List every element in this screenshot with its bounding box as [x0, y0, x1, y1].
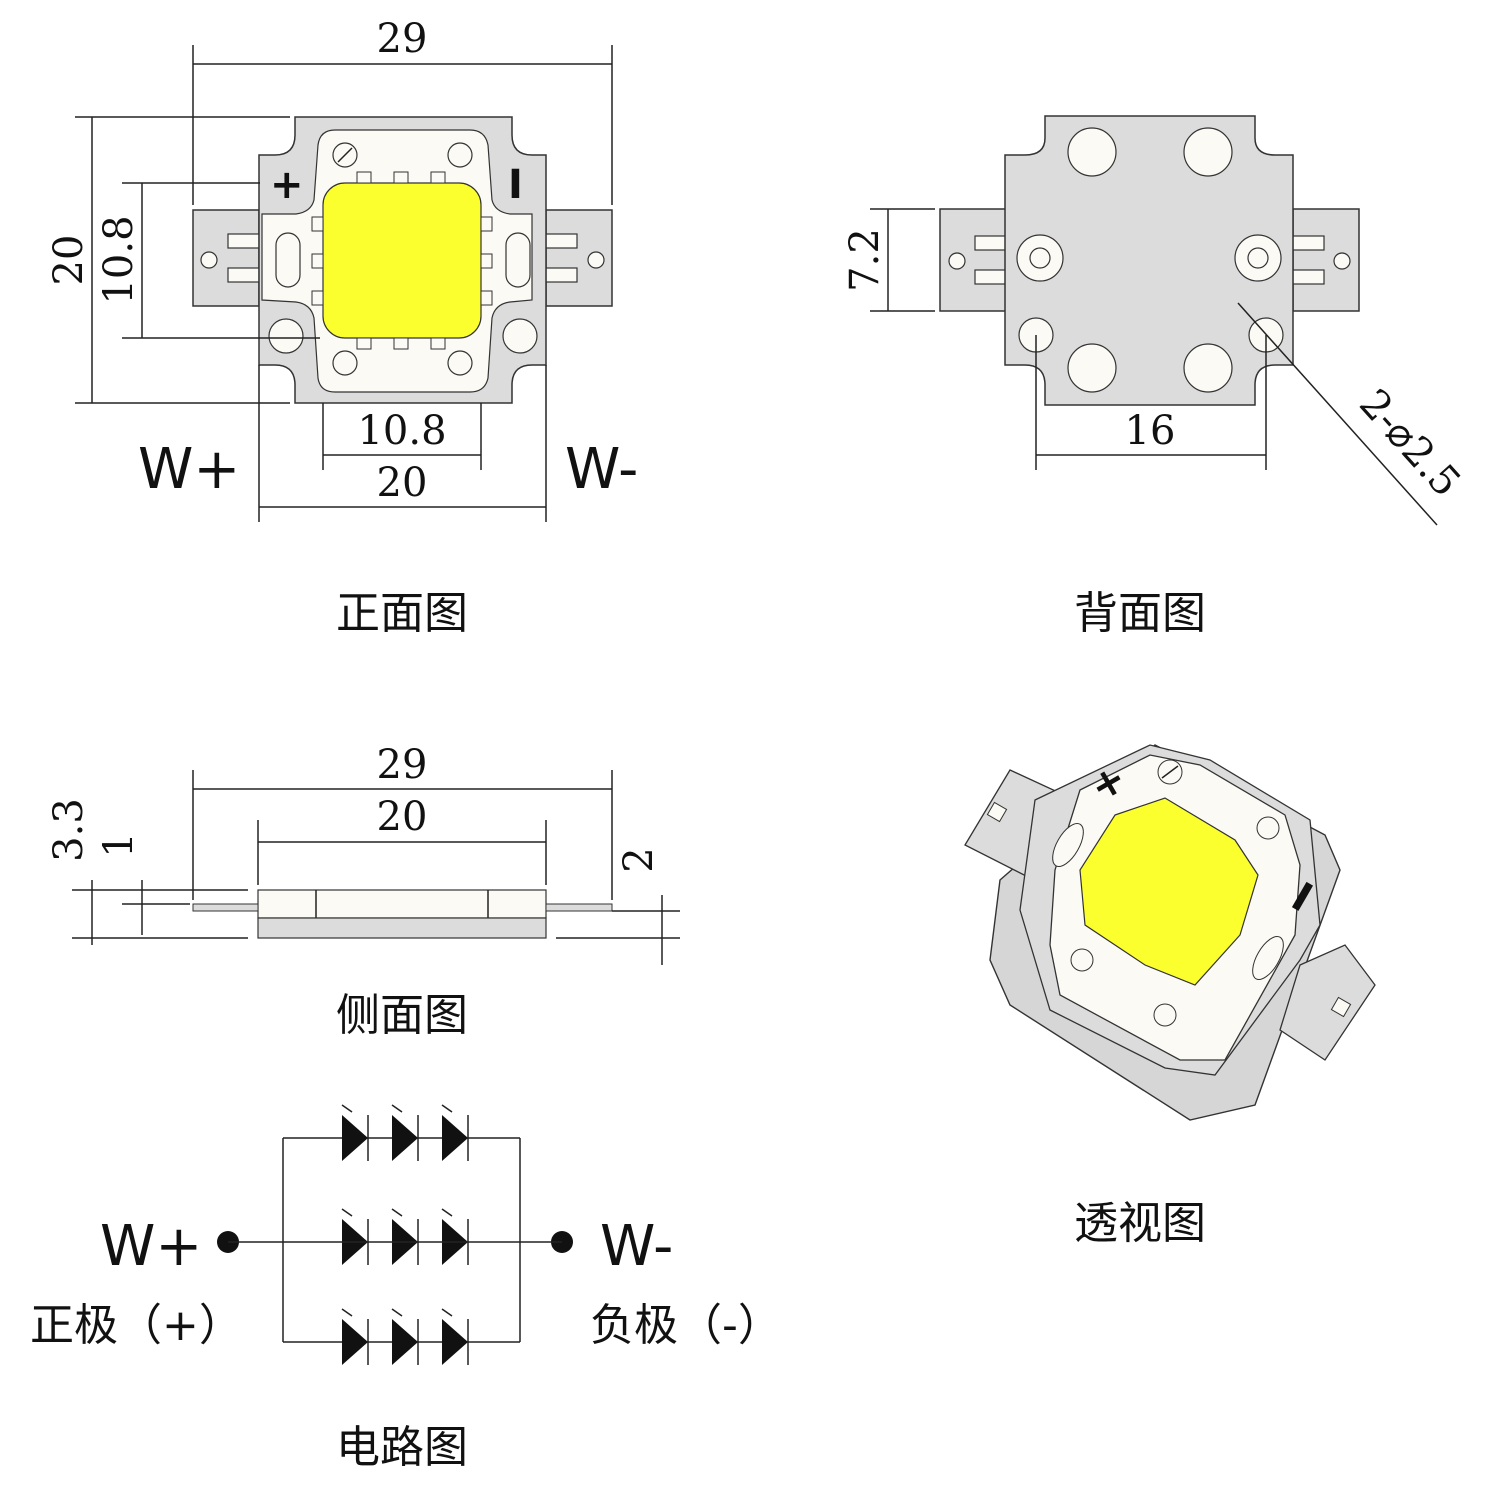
circuit-caption: 电路图 [336, 1422, 468, 1473]
back-dimensions [870, 208, 1438, 526]
persp-right-tab [1279, 944, 1376, 1061]
side-left-tab [192, 903, 259, 912]
back-dim-hole-spacing: 16 [1125, 408, 1176, 454]
side-dim-height: 3.3 [46, 798, 92, 862]
circuit-positive-label: 正极（+） [30, 1300, 243, 1351]
led-diode [342, 1319, 368, 1365]
front-view-caption: 正面图 [336, 588, 468, 639]
front-label-w-plus: W+ [138, 437, 240, 502]
side-dim-total: 29 [377, 742, 428, 788]
back-view-caption: 背面图 [1074, 588, 1206, 639]
front-view: + I 29 20 10.8 10.8 20 W+ W- 正面图 [46, 16, 638, 639]
led-diode [392, 1319, 418, 1365]
front-bond-pads [311, 171, 493, 350]
front-left-tab-hole [200, 251, 218, 269]
circuit-negative-label: 负极（-） [590, 1300, 782, 1351]
front-right-tab-hole [587, 251, 605, 269]
back-view: 7.2 16 2-⌀2.5 背面图 [842, 115, 1469, 639]
perspective-view-caption: 透视图 [1074, 1198, 1206, 1249]
side-view-caption: 侧面图 [336, 990, 468, 1041]
back-body [1004, 115, 1294, 406]
side-white-layer [257, 889, 547, 919]
front-led-emitter [322, 182, 482, 339]
side-dim-right: 2 [616, 847, 662, 872]
led-diode [442, 1115, 468, 1161]
front-plus-symbol: + [270, 162, 304, 208]
side-view: 29 20 3.3 1 2 侧面图 [46, 742, 680, 1041]
back-dim-tab: 7.2 [842, 228, 888, 292]
front-minus-symbol: I [508, 162, 523, 208]
side-dim-tab: 1 [96, 832, 142, 857]
side-dim-body: 20 [377, 794, 428, 840]
circuit-row-3 [283, 1308, 520, 1365]
front-right-slot [505, 232, 531, 288]
circuit-w-minus-label: W- [600, 1214, 673, 1279]
front-dim-emitter-v: 10.8 [96, 215, 142, 304]
circuit-row-1 [283, 1104, 520, 1161]
back-dim-hole-diameter: 2-⌀2.5 [1350, 381, 1469, 506]
front-dim-height: 20 [46, 235, 92, 286]
front-label-w-minus: W- [565, 437, 638, 502]
circuit-diagram: W+ W- 正极（+） 负极（-） 电路图 [30, 1104, 782, 1473]
side-base [257, 917, 547, 939]
led-diode [392, 1115, 418, 1161]
led-diode [442, 1319, 468, 1365]
circuit-row-2 [283, 1208, 520, 1265]
front-dim-body-width: 20 [377, 460, 428, 506]
persp-led-emitter [1079, 797, 1259, 986]
front-dimensions [75, 45, 613, 522]
front-left-slot [275, 232, 301, 288]
circuit-w-plus-label: W+ [100, 1214, 202, 1279]
side-right-tab [545, 903, 613, 912]
led-diode [342, 1115, 368, 1161]
side-dimensions [72, 770, 680, 965]
front-dim-emitter-h: 10.8 [357, 408, 446, 454]
front-dim-width: 29 [377, 16, 428, 62]
perspective-view: + I 透视图 [964, 744, 1376, 1249]
